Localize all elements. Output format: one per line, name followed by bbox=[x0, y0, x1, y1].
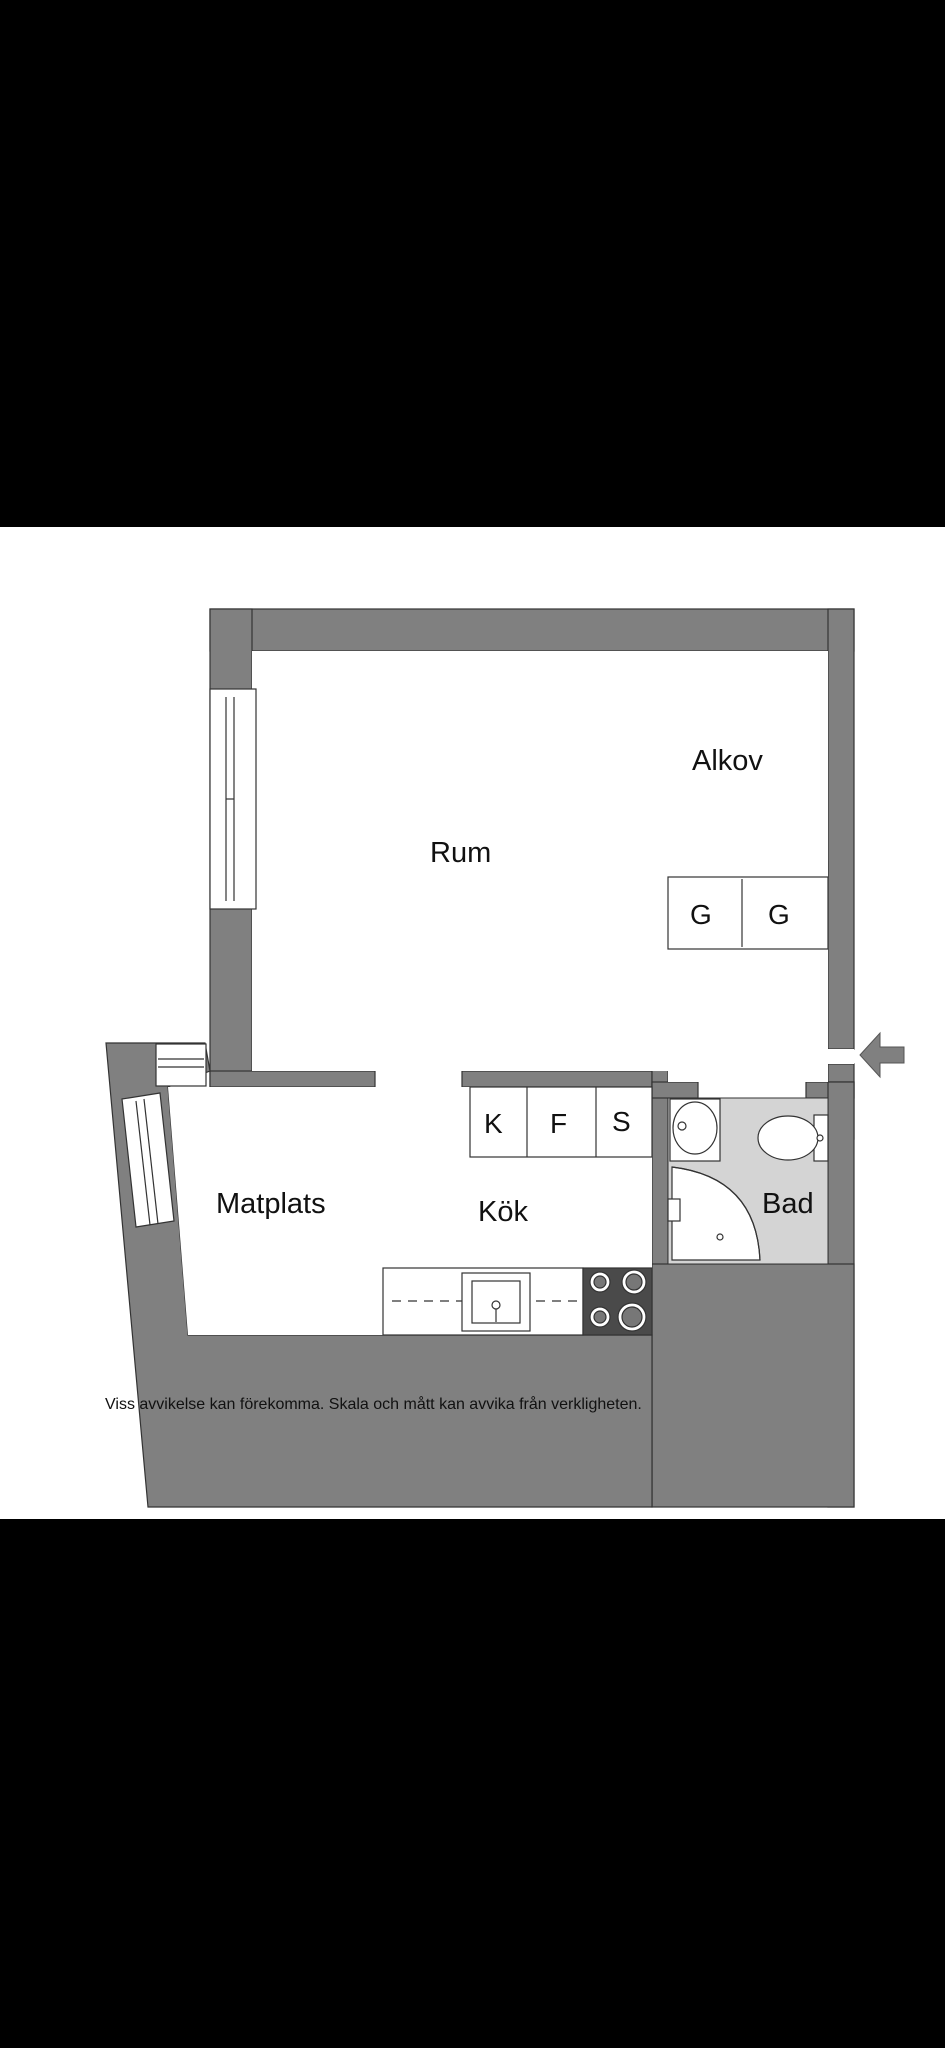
room-label-kok: Kök bbox=[478, 1196, 528, 1228]
wardrobe-label: G bbox=[690, 899, 712, 930]
room-label-bad: Bad bbox=[762, 1188, 814, 1220]
floorplan-panel: Rum Alkov Matplats Kök Bad G G K F S Vis… bbox=[0, 527, 945, 1519]
window-left-upper bbox=[209, 688, 257, 910]
floorplan-drawing: Rum Alkov Matplats Kök Bad G G K F S bbox=[105, 608, 905, 1508]
sink-drain-icon bbox=[491, 1300, 501, 1310]
toilet-icon bbox=[757, 1115, 819, 1161]
disclaimer-text: Viss avvikelse kan förekomma. Skala och … bbox=[105, 1396, 642, 1413]
wall-right-upper bbox=[827, 608, 855, 1050]
wardrobe-label: G bbox=[768, 899, 790, 930]
room-label-alkov: Alkov bbox=[692, 745, 763, 777]
window-matplats-top bbox=[155, 1043, 207, 1087]
room-label-rum: Rum bbox=[430, 837, 491, 869]
cabinet-label: S bbox=[612, 1106, 631, 1137]
wall-block-bottom-right bbox=[651, 1263, 855, 1508]
fridge-label: K bbox=[484, 1108, 503, 1139]
room-label-matplats: Matplats bbox=[216, 1188, 326, 1220]
kitchen-appliances bbox=[469, 1086, 653, 1158]
kitchen-counter bbox=[382, 1267, 653, 1336]
entrance-gap bbox=[828, 1049, 854, 1064]
wall-top bbox=[209, 608, 855, 652]
wall-interior-left bbox=[209, 1070, 376, 1088]
bathroom-fixtures bbox=[667, 1098, 829, 1261]
window-matplats-left bbox=[121, 1092, 175, 1228]
wall-bath-top-left bbox=[651, 1081, 699, 1099]
wall-interior-kitchen bbox=[461, 1070, 653, 1088]
freezer-label: F bbox=[550, 1108, 567, 1139]
entrance-arrow-icon bbox=[859, 1031, 905, 1079]
wardrobes bbox=[667, 876, 829, 950]
